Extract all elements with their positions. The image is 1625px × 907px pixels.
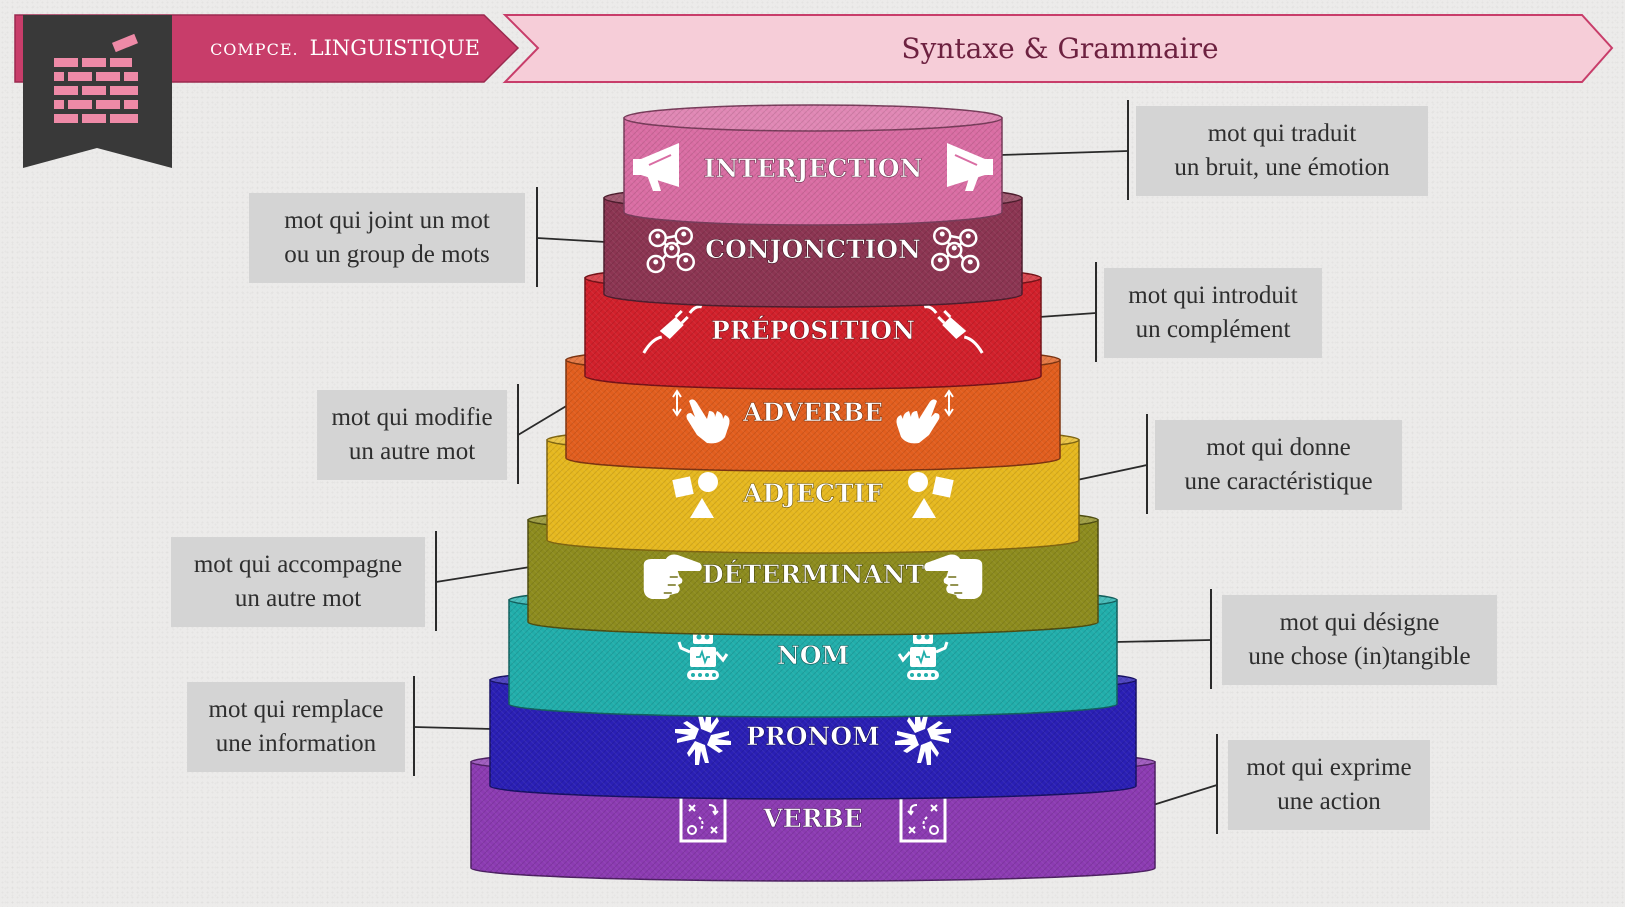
callout-verbe: mot qui exprime une action xyxy=(1228,740,1430,830)
robot-icon xyxy=(677,625,729,680)
callout-adverbe: mot qui modifie un autre mot xyxy=(317,390,507,480)
callout-line: mot qui modifie xyxy=(331,404,493,431)
swipe-hand-icon xyxy=(672,389,730,444)
megaphone-icon xyxy=(947,143,993,191)
connector-line xyxy=(1114,639,1212,643)
callout-line: une caractéristique xyxy=(1184,468,1373,495)
brick-wall-badge xyxy=(23,15,172,168)
callout-line: mot qui donne xyxy=(1206,434,1351,461)
callout-line: mot qui joint un mot xyxy=(284,207,490,234)
callout-conjonction: mot qui joint un mot ou un group de mots xyxy=(249,193,525,283)
connector-line xyxy=(1038,312,1097,318)
callout-line: mot qui désigne xyxy=(1279,609,1440,636)
layer-label: CONJONCTION xyxy=(705,235,921,264)
connector-line xyxy=(536,237,607,243)
pyramid-layers: VERBE PRONOM NOM DÉTERMINANT ADJECTIF ADVERBE… xyxy=(470,104,1156,882)
layer-label: PRONOM xyxy=(746,722,880,751)
connector-line xyxy=(517,404,569,436)
plug-icon xyxy=(642,305,703,354)
callout-line: mot qui introduit xyxy=(1128,282,1298,309)
network-icon xyxy=(931,226,980,274)
section-prefix: COMPCE. xyxy=(210,40,299,59)
callout-déterminant: mot qui accompagne un autre mot xyxy=(171,537,425,627)
megaphone-icon xyxy=(633,143,679,191)
callout-line: mot qui remplace xyxy=(208,696,384,723)
section-label: COMPCE. LINGUISTIQUE xyxy=(210,36,480,60)
swipe-hand-icon xyxy=(896,389,954,444)
section-name: LINGUISTIQUE xyxy=(310,36,480,60)
shapes-icon xyxy=(908,472,954,518)
layer-label: VERBE xyxy=(762,804,862,833)
shapes-icon xyxy=(672,472,718,518)
connector-line xyxy=(1152,784,1218,806)
connector-line xyxy=(1076,464,1148,481)
pointing-hand-icon xyxy=(924,554,983,599)
callout-nom: mot qui désigne une chose (in)tangible xyxy=(1222,595,1497,685)
robot-icon xyxy=(897,625,949,680)
hands-circle-icon xyxy=(895,709,951,765)
callout-line: un bruit, une émotion xyxy=(1174,154,1390,181)
connector-line xyxy=(435,566,531,583)
callout-line: ou un group de mots xyxy=(284,241,490,268)
callout-line: un autre mot xyxy=(348,438,476,465)
callout-line: une chose (in)tangible xyxy=(1248,643,1471,670)
layer-label: NOM xyxy=(777,641,849,670)
callout-line: une action xyxy=(1277,788,1381,815)
hands-circle-icon xyxy=(675,709,731,765)
title-arrow xyxy=(502,14,1614,83)
layer-label: INTERJECTION xyxy=(704,154,923,183)
callout-line: un complément xyxy=(1135,316,1291,343)
callout-line: mot qui exprime xyxy=(1246,754,1412,781)
layer-label: ADVERBE xyxy=(742,398,883,427)
callout-adjectif: mot qui donne une caractéristique xyxy=(1155,420,1402,510)
callout-préposition: mot qui introduit un complément xyxy=(1104,268,1322,358)
header-banner: COMPCE. LINGUISTIQUE Syntaxe & Grammaire xyxy=(14,14,1614,83)
connector-line xyxy=(999,150,1129,156)
callout-pronom: mot qui remplace une information xyxy=(187,682,405,772)
layer-label: ADJECTIF xyxy=(742,479,883,508)
layer-interjection: INTERJECTION xyxy=(623,104,1003,226)
callout-line: mot qui traduit xyxy=(1207,120,1357,147)
callout-line: mot qui accompagne xyxy=(193,551,403,578)
connector-lines xyxy=(413,100,1218,834)
plug-icon xyxy=(923,305,984,354)
connector-line xyxy=(413,726,493,730)
strategy-board-icon xyxy=(899,795,947,843)
pointing-hand-icon xyxy=(643,554,702,599)
layer-label: DÉTERMINANT xyxy=(702,560,925,589)
strategy-board-icon xyxy=(679,795,727,843)
callout-line: une information xyxy=(215,730,377,757)
layer-label: PRÉPOSITION xyxy=(711,316,915,345)
page-title: Syntaxe & Grammaire xyxy=(901,32,1218,65)
brick-wall-icon xyxy=(54,33,138,123)
network-icon xyxy=(646,226,695,274)
callout-interjection: mot qui traduit un bruit, une émotion xyxy=(1136,106,1428,196)
callout-line: un autre mot xyxy=(234,585,362,612)
